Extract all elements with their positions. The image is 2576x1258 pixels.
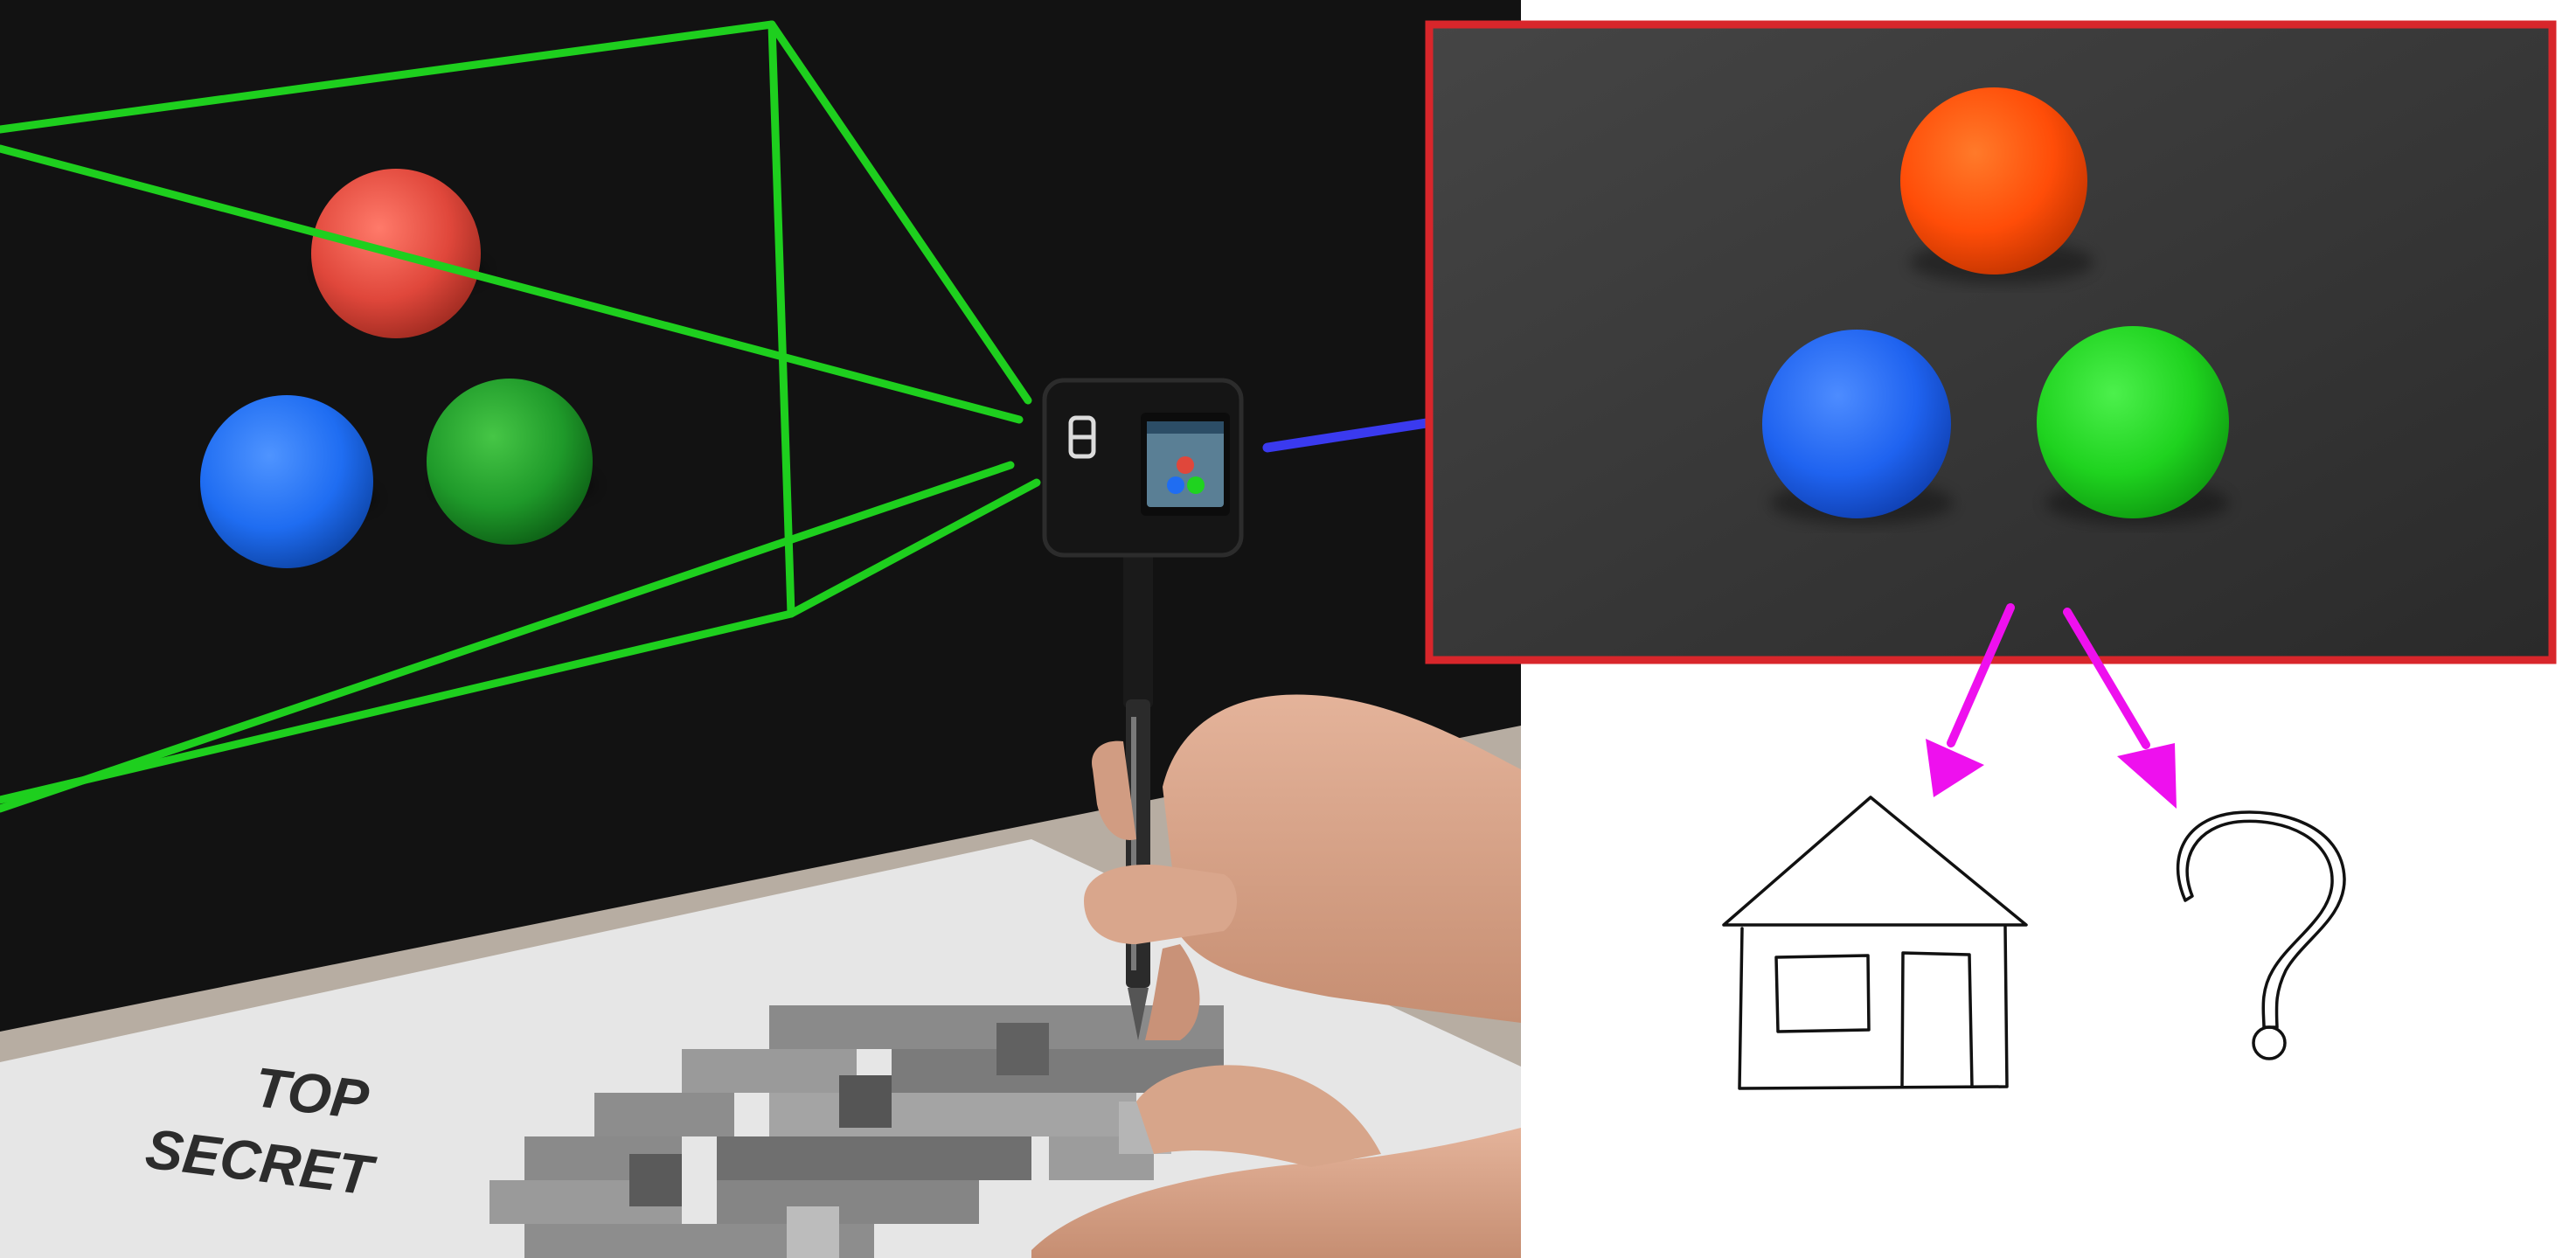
field-of-view-lines	[0, 20, 1041, 813]
captured-orange-ball	[1900, 87, 2087, 275]
captured-blue-ball	[1762, 330, 1951, 518]
blue-ball	[200, 395, 373, 568]
hand-holding-pen	[1084, 694, 1521, 1040]
captured-green-ball	[2037, 326, 2229, 518]
photo-panel: TOP SECRET	[0, 0, 1521, 1258]
second-hand	[1031, 1065, 1521, 1258]
captured-image-panel	[1425, 20, 2557, 664]
house-drawing-icon	[1722, 796, 2028, 1090]
camera-icon	[1042, 378, 1244, 558]
camera-pen-device	[1042, 378, 1244, 1040]
pixelated-drawing	[490, 1005, 1224, 1258]
question-mark-drawing-icon	[2176, 810, 2346, 1060]
output-arrows	[1926, 603, 2177, 809]
top-secret-line1: TOP	[251, 1055, 372, 1131]
green-ball	[427, 379, 593, 545]
